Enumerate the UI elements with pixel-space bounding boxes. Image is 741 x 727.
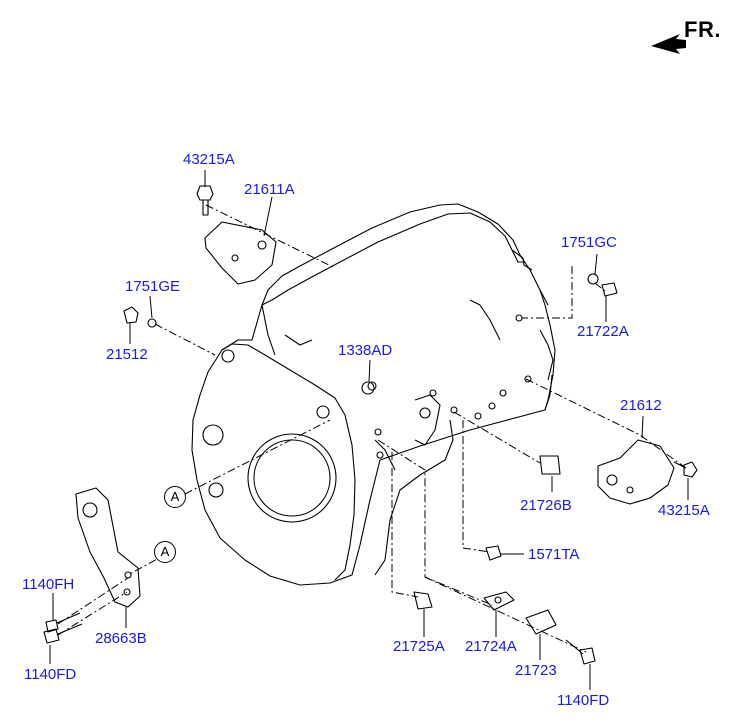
label-leaders bbox=[49, 170, 689, 690]
part-label-21512[interactable]: 21512 bbox=[106, 346, 148, 363]
part-label-43215a-top[interactable]: 43215A bbox=[183, 151, 235, 168]
part-label-1140fh[interactable]: 1140FH bbox=[22, 576, 75, 593]
bolt-43215a-top bbox=[196, 185, 214, 216]
washer-1751gc bbox=[587, 273, 599, 285]
part-label-21611a[interactable]: 21611A bbox=[244, 181, 295, 198]
gasket-21724a bbox=[483, 591, 515, 611]
bolt-1571ta bbox=[485, 545, 502, 561]
bolt-1140fd-left bbox=[43, 623, 83, 644]
bracket-21612 bbox=[597, 439, 675, 505]
sensor-21726b bbox=[539, 455, 561, 475]
part-label-1751gc[interactable]: 1751GC bbox=[561, 234, 617, 251]
cover-21723 bbox=[525, 609, 557, 635]
case-mount-holes bbox=[367, 314, 532, 459]
washer-1751ge bbox=[147, 318, 157, 328]
leader-lines bbox=[57, 204, 687, 653]
plug-21722a bbox=[601, 282, 618, 297]
callout-a-bracket: A bbox=[154, 541, 176, 563]
part-label-21724a[interactable]: 21724A bbox=[465, 638, 517, 655]
part-label-21722a[interactable]: 21722A bbox=[577, 323, 629, 340]
bolt-1140fh bbox=[45, 612, 81, 633]
bolt-1140fd-bottom bbox=[565, 639, 596, 665]
part-label-43215a-right[interactable]: 43215A bbox=[658, 502, 710, 519]
part-label-1571ta[interactable]: 1571TA bbox=[528, 546, 580, 563]
part-label-1140fd-left[interactable]: 1140FD bbox=[24, 666, 77, 683]
front-arrow-icon bbox=[651, 34, 686, 54]
nut-21512 bbox=[123, 306, 139, 324]
part-label-21725a[interactable]: 21725A bbox=[393, 638, 445, 655]
front-direction-label: FR. bbox=[684, 17, 721, 42]
part-label-1140fd-bottom[interactable]: 1140FD bbox=[557, 692, 610, 709]
bracket-21611a bbox=[204, 221, 277, 285]
part-label-21612[interactable]: 21612 bbox=[620, 397, 662, 414]
part-label-1338ad[interactable]: 1338AD bbox=[338, 342, 393, 359]
part-label-21723[interactable]: 21723 bbox=[515, 662, 557, 679]
nut-1338ad bbox=[361, 381, 375, 395]
part-label-28663b[interactable]: 28663B bbox=[95, 630, 147, 647]
part-label-21726b[interactable]: 21726B bbox=[520, 497, 572, 514]
part-label-1751ge[interactable]: 1751GE bbox=[125, 278, 181, 295]
sensor-21725a bbox=[413, 591, 433, 610]
bracket-28663b bbox=[75, 487, 141, 608]
callout-a-case: A bbox=[164, 486, 186, 508]
transmission-case bbox=[191, 203, 556, 586]
bolt-43215a-right bbox=[673, 461, 698, 478]
